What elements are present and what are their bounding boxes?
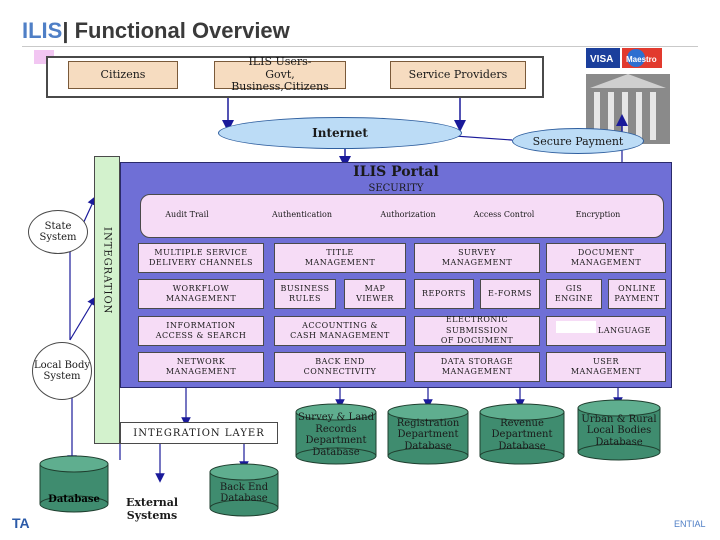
visa-logo: VISA: [590, 54, 613, 65]
module-network-management: NETWORK MANAGEMENT: [138, 352, 264, 382]
module-user-management: USER MANAGEMENT: [546, 352, 666, 382]
module-survey-management: SURVEY MANAGEMENT: [414, 243, 540, 273]
footer-logo-text: TA: [12, 515, 30, 531]
module-map-viewer: MAP VIEWER: [344, 279, 406, 309]
module-workflow-management: WORKFLOW MANAGEMENT: [138, 279, 264, 309]
security-item-audit-trail: Audit Trail: [165, 210, 209, 219]
portal-title: ILIS Portal: [353, 164, 439, 180]
back-end-database-cylinder: [209, 463, 279, 517]
payment-illustration: VISA Maestro: [586, 48, 670, 144]
module-gis-engine: GIS ENGINE: [546, 279, 602, 309]
back-end-database-label: Back End Database: [219, 481, 269, 505]
ilis-users-box: ILIS Users- Govt, Business,Citizens: [214, 55, 346, 93]
language-blank: [556, 321, 596, 333]
service-providers-label: Service Providers: [408, 67, 508, 81]
module-online-payment: ONLINE PAYMENT: [608, 279, 666, 309]
title-separator: |: [62, 18, 69, 43]
state-system: State System: [28, 210, 88, 254]
survey-land-database-label: Survey & Land Records Department Databas…: [298, 412, 374, 458]
ilis-users-label: ILIS Users- Govt, Business,Citizens: [231, 55, 329, 94]
secure-payment-cloud: Secure Payment: [512, 128, 644, 154]
page-title: ILIS| Functional Overview: [22, 18, 290, 44]
survey-db-cylinder: [295, 403, 377, 465]
title-divider: [22, 46, 698, 47]
module-title-management: TITLE MANAGEMENT: [274, 243, 406, 273]
integration-layer: INTEGRATION LAYER: [120, 422, 278, 444]
security-label: SECURITY: [368, 183, 424, 194]
module-information-access: INFORMATION ACCESS & SEARCH: [138, 316, 264, 346]
revenue-database-label: Revenue Department Database: [491, 417, 553, 452]
module-multiple-service: MULTIPLE SERVICE DELIVERY CHANNELS: [138, 243, 264, 273]
brand-name: ILIS: [22, 18, 63, 43]
module-business-rules: BUSINESS RULES: [274, 279, 336, 309]
service-providers-box: Service Providers: [390, 61, 526, 89]
module-reports: REPORTS: [414, 279, 474, 309]
database-label: Database: [48, 494, 100, 506]
title-text: Functional Overview: [68, 18, 290, 43]
urban-rural-database-label: Urban & Rural Local Bodies Database: [581, 413, 657, 448]
revenue-db-cylinder: [479, 403, 565, 465]
database-cylinder: [39, 455, 109, 513]
integration-bar: [94, 156, 120, 444]
registration-db-cylinder: [387, 403, 469, 465]
internet-cloud: Internet: [218, 117, 462, 149]
registration-database-label: Registration Department Database: [396, 417, 460, 452]
local-body-system: Local Body System: [32, 342, 92, 400]
module-data-storage: DATA STORAGE MANAGEMENT: [414, 352, 540, 382]
maestro-logo: Maestro: [626, 55, 657, 64]
module-accounting: ACCOUNTING & CASH MANAGEMENT: [274, 316, 406, 346]
secure-payment-label: Secure Payment: [532, 134, 624, 148]
security-box: [140, 194, 664, 238]
footer-confidential: ENTIAL: [674, 519, 706, 529]
module-eforms: E-FORMS: [480, 279, 540, 309]
urban-db-cylinder: [577, 399, 661, 461]
security-item-authentication: Authentication: [272, 210, 332, 219]
external-systems-label: External Systems: [125, 496, 179, 523]
module-back-end-connectivity: BACK END CONNECTIVITY: [274, 352, 406, 382]
module-document-management: DOCUMENT MANAGEMENT: [546, 243, 666, 273]
internet-label: Internet: [312, 126, 368, 140]
citizens-label: Citizens: [100, 67, 146, 81]
security-item-access-control: Access Control: [473, 210, 535, 219]
security-item-encryption: Encryption: [575, 210, 621, 219]
module-electronic-submission: ELECTRONIC SUBMISSION OF DOCUMENT: [414, 315, 540, 346]
citizens-box: Citizens: [68, 61, 178, 89]
integration-vertical-label: INTEGRATION: [101, 227, 113, 315]
bank-building-icon: VISA Maestro: [586, 48, 670, 144]
security-item-authorization: Authorization: [380, 210, 436, 219]
